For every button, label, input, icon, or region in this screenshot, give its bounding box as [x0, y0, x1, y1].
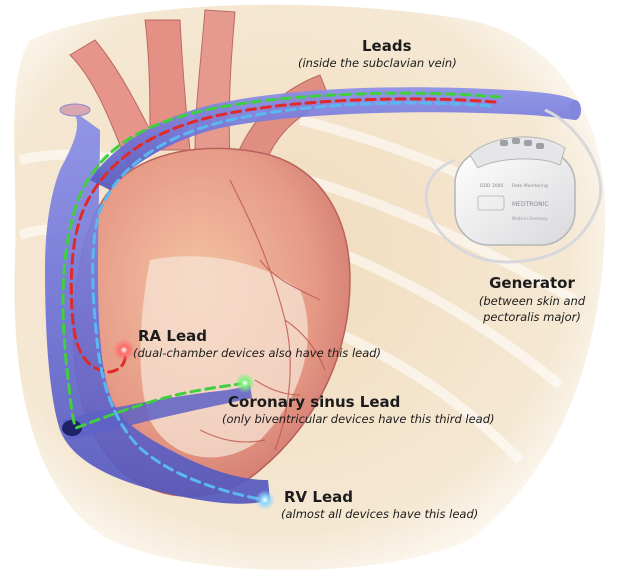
svg-text:MEDTRONIC: MEDTRONIC	[512, 201, 549, 208]
ra-lead-subtitle: (dual-chamber devices also have this lea…	[133, 346, 382, 360]
leads-title: Leads	[362, 37, 412, 55]
ra-lead-wire	[69, 97, 497, 374]
coronary-vessels	[199, 179, 326, 451]
cs-lead-wire	[61, 91, 502, 430]
svg-text:Made in Germany: Made in Germany	[512, 216, 548, 221]
cs-lead-tip-glow-icon	[235, 373, 255, 393]
cs-lead-title: Coronary sinus Lead	[228, 393, 401, 411]
rv-lead-subtitle: (almost all devices have this lead)	[281, 507, 479, 521]
generator-title: Generator	[489, 274, 575, 292]
rv-lead-wire	[91, 101, 492, 502]
lead-loop	[424, 108, 603, 264]
cs-lead-subtitle: (only biventricular devices have this th…	[222, 412, 495, 426]
pacemaker-generator: DDD 3000 Rate Monitoring MEDTRONIC Made …	[454, 136, 576, 246]
ra-lead-title: RA Lead	[138, 327, 207, 345]
vein-pathway	[45, 87, 581, 504]
generator-subtitle-line2: pectoralis major)	[483, 310, 581, 324]
rv-lead-tip-glow-icon	[255, 490, 275, 510]
svg-text:Rate Monitoring: Rate Monitoring	[512, 183, 548, 189]
rv-lead-title: RV Lead	[284, 488, 353, 506]
leads-subtitle: (inside the subclavian vein)	[298, 56, 457, 70]
leads	[61, 91, 502, 502]
svg-text:DDD 3000: DDD 3000	[480, 183, 503, 189]
generator-subtitle-line1: (between skin and	[478, 294, 586, 308]
ra-lead-tip-glow-icon	[113, 339, 135, 361]
